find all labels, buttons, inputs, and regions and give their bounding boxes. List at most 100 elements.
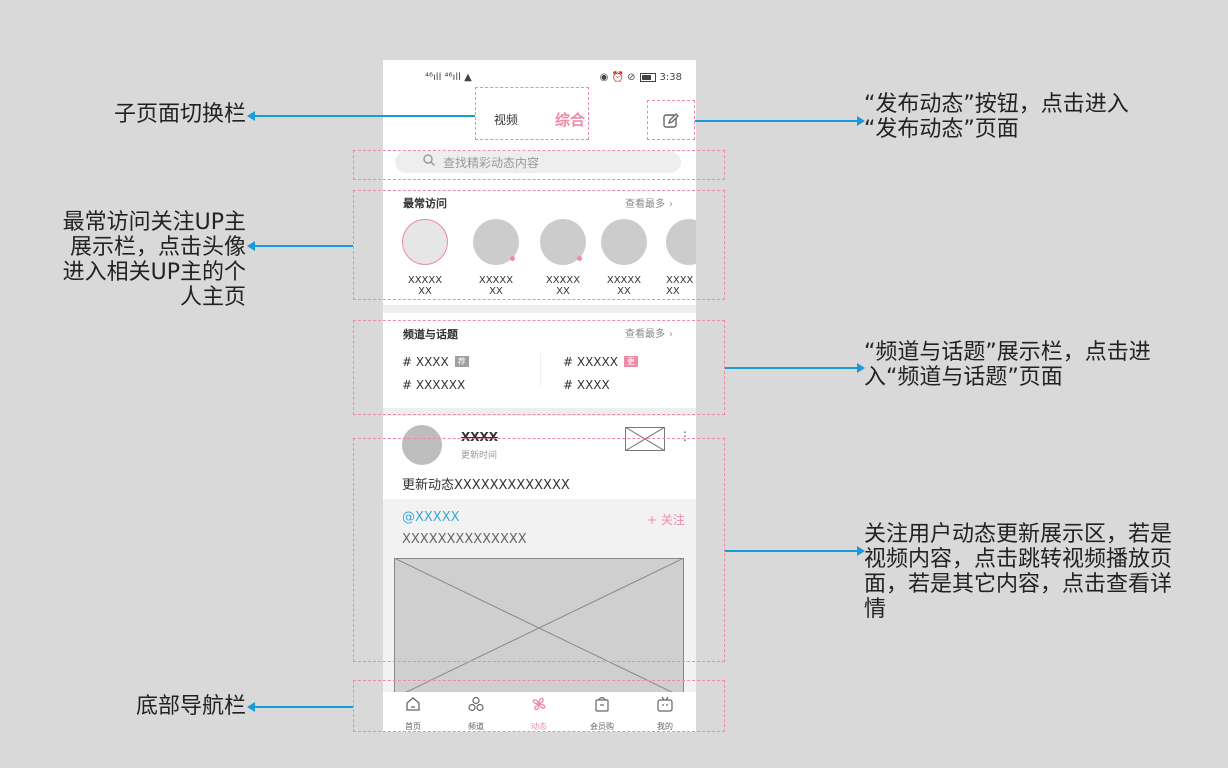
annotation-channels: “频道与话题”展示栏，点击进 入“频道与话题”页面: [864, 340, 1204, 390]
avatar[interactable]: [601, 219, 647, 265]
annotation-line: [254, 706, 353, 708]
arrow-right-icon: [857, 546, 865, 556]
topic-label: # XXXX: [402, 355, 449, 369]
nav-label: 频道: [468, 722, 484, 731]
highlight-feed: [353, 438, 725, 662]
annotation-line: [254, 115, 475, 117]
frequent-title: 最常访问: [403, 197, 447, 210]
annotation-text: 进入相关UP主的个: [62, 260, 246, 285]
annotation-frequent: 最常访问关注UP主 展示栏，点击头像 进入相关UP主的个 人主页: [20, 210, 246, 310]
status-icons: ◉ ⏰ ⊘ 3:38: [600, 72, 682, 83]
nav-item-home[interactable]: 首页: [388, 692, 438, 732]
annotation-compose: “发布动态”按钮，点击进入 “发布动态”页面: [864, 92, 1204, 142]
nav-item-channel[interactable]: 频道: [451, 692, 501, 732]
dynamic-icon: [532, 697, 546, 711]
annotation-text: 子页面切换栏: [113, 102, 246, 127]
nav-label: 首页: [405, 722, 421, 731]
bottom-nav: 首页 频道 动态 会员购: [383, 692, 696, 732]
video-thumbnail-placeholder[interactable]: [394, 558, 684, 698]
status-time: 3:38: [659, 72, 682, 83]
topic-item[interactable]: # XXXXX 更: [563, 355, 638, 369]
compose-button[interactable]: [661, 112, 681, 132]
topic-item[interactable]: # XXXX: [563, 378, 610, 392]
feed-username[interactable]: XXXX: [461, 430, 499, 444]
highlight-channels: [353, 320, 725, 415]
channels-more-link[interactable]: 查看最多 ›: [625, 325, 673, 340]
arrow-right-icon: [857, 116, 865, 126]
image-placeholder-icon: [625, 427, 665, 451]
annotation-tabs: 子页面切换栏: [40, 102, 246, 127]
annotation-line: [725, 550, 857, 552]
section-divider: [383, 305, 696, 313]
highlight-frequent: [353, 190, 725, 300]
feed-text: 更新动态XXXXXXXXXXXXX: [402, 478, 570, 493]
status-icon-group: ◉ ⏰ ⊘: [599, 72, 636, 83]
tab-comprehensive[interactable]: 综合: [555, 111, 586, 129]
nav-item-shop[interactable]: 会员购: [577, 692, 627, 732]
arrow-left-icon: [247, 241, 255, 251]
shop-icon: [595, 697, 609, 712]
up-name: XXXXX XX: [606, 275, 642, 297]
repost-text: XXXXXXXXXXXXXX: [402, 532, 527, 547]
highlight-compose: [647, 100, 695, 140]
annotation-line: [695, 120, 857, 122]
tab-video[interactable]: 视频: [494, 113, 519, 127]
annotation-text: “发布动态”按钮，点击进入: [864, 92, 1129, 117]
home-icon: [406, 697, 420, 711]
update-dot: [510, 256, 515, 261]
follow-button[interactable]: + 关注: [647, 513, 685, 527]
channels-title: 频道与话题: [403, 328, 458, 341]
annotation-text: 视频内容，点击跳转视频播放页: [864, 547, 1173, 572]
battery-icon: [639, 73, 656, 82]
frequent-more-link[interactable]: 查看最多 ›: [625, 195, 673, 210]
topic-item[interactable]: # XXXX 荐: [402, 355, 469, 369]
edit-icon: [663, 113, 679, 128]
update-tag: 更: [623, 356, 638, 367]
annotation-text: “发布动态”页面: [864, 117, 1019, 142]
up-name: XXXX XX: [666, 275, 694, 297]
channels-more-label: 查看最多: [625, 329, 665, 340]
topic-item[interactable]: # XXXXXX: [402, 378, 465, 392]
nav-label: 动态: [531, 722, 547, 731]
status-bar: ⁴⁶ıll ⁴⁶ıll ▲ ◉ ⏰ ⊘ 3:38: [383, 60, 696, 96]
section-divider: [383, 408, 696, 416]
annotation-text: 面，若是其它内容，点击查看详: [864, 572, 1173, 597]
up-name: XXXXX XX: [407, 275, 443, 297]
annotation-nav: 底部导航栏: [40, 694, 246, 719]
more-options-icon[interactable]: ⋮: [679, 429, 691, 443]
chevron-right-icon: ›: [669, 199, 673, 210]
channel-icon: [468, 696, 484, 712]
feed-time: 更新时间: [461, 451, 498, 461]
annotation-text: “频道与话题”展示栏，点击进: [864, 340, 1151, 365]
search-icon: [423, 154, 435, 166]
signal-indicator: ⁴⁶ıll ⁴⁶ıll ▲: [425, 72, 472, 83]
annotation-text: 底部导航栏: [135, 694, 246, 719]
chevron-right-icon: ›: [669, 329, 673, 340]
frequent-more-label: 查看最多: [625, 199, 665, 210]
search-bar[interactable]: 查找精彩动态内容: [395, 151, 681, 173]
topic-label: # XXXXX: [563, 355, 618, 369]
topic-label: # XXXXXX: [402, 378, 466, 392]
up-name: XXXXX XX: [478, 275, 514, 297]
annotation-text: 入“频道与话题”页面: [864, 365, 1063, 390]
highlight-nav: [353, 680, 725, 732]
nav-label: 会员购: [590, 722, 614, 731]
feed-avatar[interactable]: [402, 425, 442, 465]
search-placeholder: 查找精彩动态内容: [443, 156, 540, 170]
annotation-feed: 关注用户动态更新展示区，若是 视频内容，点击跳转视频播放页 面，若是其它内容，点…: [864, 522, 1220, 622]
annotation-text: 人主页: [179, 285, 246, 310]
topic-label: # XXXX: [563, 378, 610, 392]
arrow-right-icon: [857, 363, 865, 373]
annotation-line: [725, 367, 857, 369]
nav-label: 我的: [657, 722, 673, 731]
arrow-left-icon: [247, 702, 255, 712]
avatar[interactable]: [666, 219, 696, 265]
recommend-tag: 荐: [454, 356, 469, 367]
nav-item-dynamic[interactable]: 动态: [514, 692, 564, 732]
phone-screen: ⁴⁶ıll ⁴⁶ıll ▲ ◉ ⏰ ⊘ 3:38 视频 综合 查找精彩动态内容 …: [383, 60, 696, 732]
annotation-text: 展示栏，点击头像: [69, 235, 246, 260]
nav-item-mine[interactable]: 我的: [640, 692, 690, 732]
avatar-live[interactable]: [402, 219, 448, 265]
annotation-text: 最常访问关注UP主: [62, 210, 246, 235]
repost-username[interactable]: @XXXXX: [402, 510, 460, 525]
